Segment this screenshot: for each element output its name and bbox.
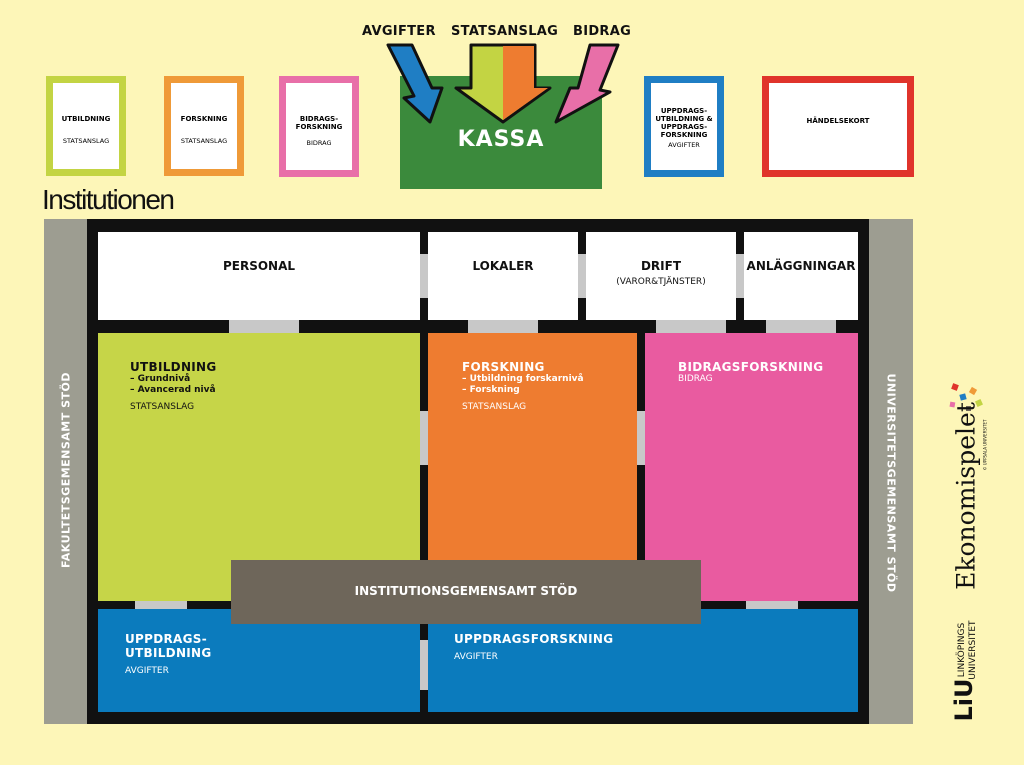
uppdragsutbildning-section[interactable]: UPPDRAGS- UTBILDNING AVGIFTER (98, 609, 420, 712)
lokaler-box[interactable]: LOKALER (428, 232, 578, 320)
connector (135, 601, 187, 609)
connector (746, 601, 798, 609)
card-uppdrag-subtitle: AVGIFTER (668, 141, 700, 149)
card-forskning-title: FORSKNING (180, 115, 228, 123)
personal-label: PERSONAL (222, 259, 296, 273)
bidragsforskning-section[interactable]: BIDRAGSFORSKNING BIDRAG (645, 333, 858, 601)
lokaler-label: LOKALER (472, 259, 534, 273)
uppdragsutbildning-funding: AVGIFTER (125, 666, 169, 676)
bidrag-label: BIDRAG (573, 24, 632, 39)
utbildning-title: UTBILDNING (130, 360, 217, 374)
bidragsforskning-title: BIDRAGSFORSKNING (678, 360, 824, 374)
fakultetsgemensamt-label: FAKULTETSGEMENSAMT STÖD (59, 372, 73, 568)
connector (656, 320, 726, 333)
arrow-avgifter-icon (386, 43, 444, 124)
connector (637, 411, 645, 465)
bidragsforskning-funding: BIDRAG (678, 374, 713, 384)
institutionsgemensamt-label: INSTITUTIONSGEMENSAMT STÖD (354, 584, 578, 598)
drift-label: DRIFT (640, 259, 682, 273)
utbildning-item: – Grundnivå (130, 374, 191, 384)
connector (736, 254, 744, 298)
ekonomispelet-logo-small: © UPPSALA UNIVERSITET (982, 419, 988, 471)
uppdragsutbildning-title-line1: UPPDRAGS- (125, 632, 207, 646)
personal-box[interactable]: PERSONAL (98, 232, 420, 320)
card-forskning[interactable]: FORSKNING STATSANSLAG (164, 76, 244, 176)
funding-arrows (386, 43, 620, 124)
drift-sublabel: (VAROR&TJÄNSTER) (616, 277, 706, 287)
forskning-funding: STATSANSLAG (462, 402, 527, 412)
universitetsgemensamt-label: UNIVERSITETSGEMENSAMT STÖD (884, 373, 898, 593)
liu-logo-mark: LiU (950, 678, 978, 722)
uppdragsutbildning-title-line2: UTBILDNING (125, 646, 212, 660)
avgifter-label: AVGIFTER (362, 24, 436, 39)
statsanslag-label: STATSANSLAG (451, 24, 559, 39)
card-bidragsforskning-title: BIDRAGS- FORSKNING (295, 115, 343, 131)
arrow-bidrag-icon (554, 43, 620, 124)
card-uppdrag-title: UPPDRAGS- UTBILDNING & UPPDRAGS- FORSKNI… (655, 107, 713, 139)
card-uppdrag[interactable]: UPPDRAGS- UTBILDNING & UPPDRAGS- FORSKNI… (644, 76, 724, 177)
uppdragsforskning-section[interactable]: UPPDRAGSFORSKNING AVGIFTER (428, 609, 858, 712)
anlaggningar-box[interactable]: ANLÄGGNINGAR (744, 232, 858, 320)
card-handelsekort-title: HÄNDELSEKORT (806, 117, 870, 125)
forskning-section[interactable]: FORSKNING – Utbildning forskarnivå – For… (428, 333, 637, 601)
institutionen-heading: Institutionen (42, 184, 175, 215)
card-utbildning-title: UTBILDNING (61, 115, 111, 123)
fakultetsgemensamt-bar (44, 219, 87, 724)
connector (420, 411, 428, 465)
connector (578, 254, 586, 298)
ekonomispelet-logo-icon (949, 383, 983, 411)
anlaggningar-label: ANLÄGGNINGAR (746, 259, 856, 273)
card-forskning-subtitle: STATSANSLAG (180, 137, 228, 145)
connector (766, 320, 836, 333)
uppdragsforskning-funding: AVGIFTER (454, 652, 498, 662)
connector (468, 320, 538, 333)
forskning-item: – Forskning (462, 385, 520, 395)
utbildning-section[interactable]: UTBILDNING – Grundnivå – Avancerad nivå … (98, 333, 420, 601)
connector (420, 640, 428, 690)
card-bidragsforskning[interactable]: BIDRAGS- FORSKNING BIDRAG (279, 76, 359, 177)
forskning-item: – Utbildning forskarnivå (462, 374, 584, 384)
forskning-title: FORSKNING (462, 360, 545, 374)
ekonomispelet-logo-text: Ekonomispelet (951, 402, 981, 590)
universitetsgemensamt-bar (869, 219, 913, 724)
drift-box[interactable]: DRIFT (VAROR&TJÄNSTER) (586, 232, 736, 320)
liu-logo-line1: LINKÖPINGS (957, 622, 967, 678)
connector (420, 254, 428, 298)
connector (229, 320, 299, 333)
utbildning-funding: STATSANSLAG (130, 402, 195, 412)
kassa-label: KASSA (457, 127, 545, 152)
liu-logo-line2: UNIVERSITET (968, 620, 978, 680)
uppdragsforskning-title: UPPDRAGSFORSKNING (454, 632, 614, 646)
card-handelsekort[interactable]: HÄNDELSEKORT (762, 76, 914, 177)
card-utbildning[interactable]: UTBILDNING STATSANSLAG (46, 76, 126, 176)
card-bidragsforskning-subtitle: BIDRAG (306, 139, 332, 147)
arrow-statsanslag-orange (503, 46, 534, 89)
card-utbildning-subtitle: STATSANSLAG (62, 137, 110, 145)
utbildning-item: – Avancerad nivå (130, 385, 216, 395)
institutionsgemensamt-box[interactable] (231, 560, 701, 624)
